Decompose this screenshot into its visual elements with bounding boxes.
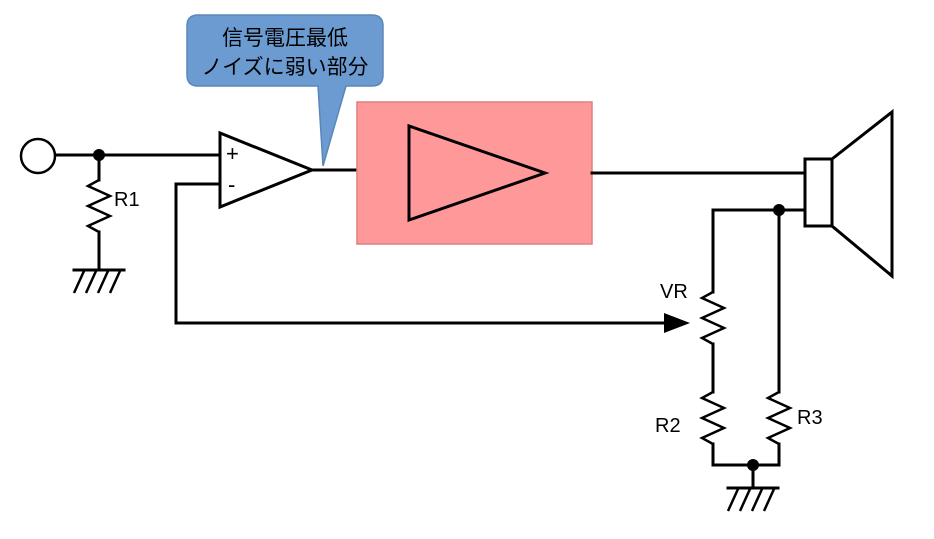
resistor-r2 (698, 390, 728, 467)
power-amp-triangle (407, 123, 550, 223)
label-r2: R2 (655, 415, 681, 437)
ground-icon (72, 268, 126, 294)
input-terminal-icon (19, 137, 57, 175)
opamp-plus-sign: + (226, 141, 239, 166)
label-r3: R3 (797, 407, 823, 429)
label-r1: R1 (114, 189, 140, 211)
feedback-wire (174, 182, 670, 325)
resistor-r3 (764, 208, 794, 467)
opamp-minus-sign: - (228, 172, 235, 197)
variable-resistor-vr (698, 208, 728, 394)
wiper-arrow-icon (664, 313, 690, 333)
resistor-r1 (84, 153, 114, 272)
callout-line-2: ノイズに弱い部分 (201, 55, 368, 79)
opamp-triangle (218, 130, 317, 210)
callout-line-1: 信号電圧最低 (222, 26, 348, 50)
callout-bubble: 信号電圧最低 ノイズに弱い部分 (186, 14, 384, 167)
speaker-icon (803, 108, 894, 280)
label-vr: VR (660, 281, 688, 303)
ground-icon (726, 486, 780, 512)
